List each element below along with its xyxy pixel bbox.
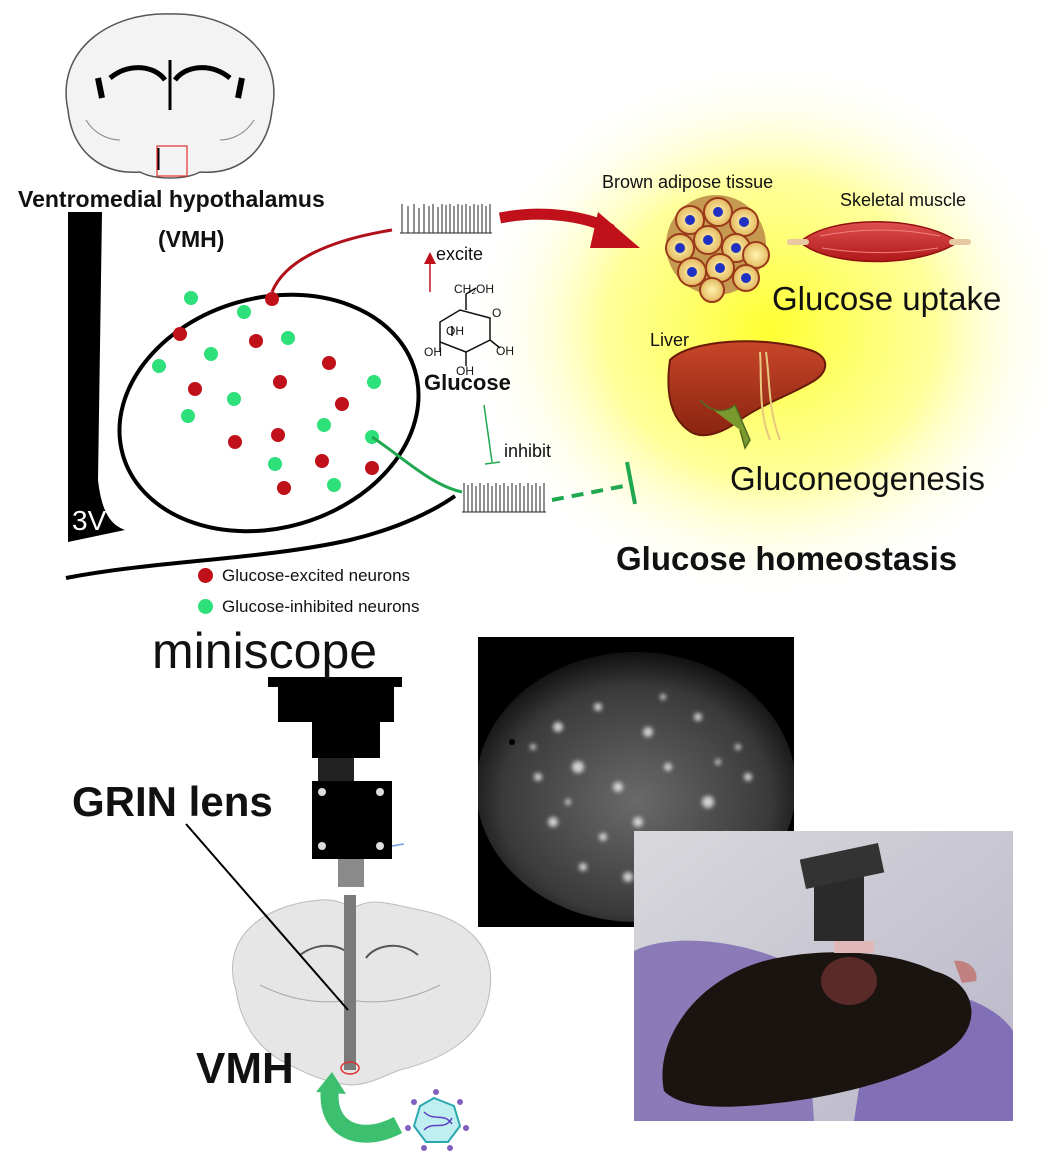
excited-neuron: [228, 435, 242, 449]
glucose-ring-o-label: O: [492, 306, 502, 320]
legend-inhibited-dot: [198, 599, 213, 614]
miniscope-label: miniscope: [152, 623, 378, 679]
miniscope-icon: [268, 677, 402, 887]
excited-projection: [270, 228, 393, 293]
virus-injection-arrow: [320, 1086, 403, 1143]
inhibited-neuron: [227, 392, 241, 406]
inhibit-line: [483, 404, 493, 463]
miniscope-screws: [318, 788, 384, 850]
virus-icon: [405, 1089, 469, 1151]
skeletal-muscle-icon: [787, 221, 971, 263]
liver-icon: [667, 340, 827, 450]
inhibited-neuron: [204, 347, 218, 361]
legend-inhibited-label: Glucose-inhibited neurons: [222, 597, 420, 616]
excited-spike-trace: [400, 204, 492, 234]
tissue-boundary: [65, 494, 457, 580]
excited-neuron: [315, 454, 329, 468]
inhibited-neuron: [181, 409, 195, 423]
vmh-label: VMH: [196, 1044, 294, 1093]
vmh-target-circle: [340, 1061, 360, 1075]
inhibited-neurons: [152, 291, 381, 492]
glucose-uptake-label: Glucose uptake: [772, 280, 1002, 317]
vmh-title-abbrev: (VMH): [158, 226, 225, 252]
inhibit-output-bar: [625, 461, 637, 505]
excited-neuron: [273, 375, 287, 389]
third-ventricle: [68, 212, 125, 542]
glucose-homeostasis-label: Glucose homeostasis: [616, 540, 958, 577]
excited-neuron: [322, 356, 336, 370]
vmh-title: Ventromedial hypothalamus: [18, 186, 325, 212]
inhibited-neuron: [327, 478, 341, 492]
inhibited-neuron: [184, 291, 198, 305]
ventricle-label: 3V: [72, 505, 107, 536]
legend-excited-label: Glucose-excited neurons: [222, 566, 411, 585]
liver-label: Liver: [650, 330, 690, 350]
glucose-molecule-icon: [439, 287, 501, 366]
brown-adipose-icon: [665, 195, 770, 303]
excite-label: excite: [436, 244, 484, 264]
gluconeogenesis-label: Gluconeogenesis: [730, 460, 986, 497]
glucose-ch2oh-label: CH₂OH: [454, 282, 494, 296]
inhibit-label: inhibit: [504, 441, 552, 461]
virus-injection-arrowhead: [316, 1072, 346, 1094]
scope-wire: [391, 843, 405, 847]
vmh-nucleus: [117, 292, 421, 534]
excited-neuron: [173, 327, 187, 341]
excite-output-arrowhead: [590, 212, 640, 248]
inhibit-bar: [484, 461, 501, 465]
inhibited-neuron: [317, 418, 331, 432]
grin-lens-rod: [344, 895, 356, 1070]
inhibited-neuron: [237, 305, 251, 319]
glucose-label: Glucose: [424, 370, 511, 395]
skeletal-muscle-label: Skeletal muscle: [840, 190, 967, 210]
grin-lens-label: GRIN lens: [72, 778, 273, 825]
inhibit-output-dashed: [551, 484, 625, 502]
inhibited-neuron: [268, 457, 282, 471]
brain-section-top: [65, 13, 275, 179]
excited-neuron: [365, 461, 379, 475]
mouse-photo: [634, 831, 1013, 1121]
inhibited-neuron: [152, 359, 166, 373]
inhibited-projection: [371, 435, 463, 494]
inhibited-neuron: [281, 331, 295, 345]
glucose-halo: [470, 60, 1048, 600]
legend-excited-dot: [198, 568, 213, 583]
excited-neuron: [271, 428, 285, 442]
glucose-oh-label: OH: [496, 344, 514, 358]
excited-neuron: [249, 334, 263, 348]
glucose-oh-label: OH: [446, 324, 464, 338]
excited-neuron: [335, 397, 349, 411]
excited-neuron: [265, 292, 279, 306]
inhibited-neuron: [367, 375, 381, 389]
inhibited-spike-trace: [462, 483, 546, 513]
grin-pointer-line: [185, 823, 349, 1011]
glucose-oh-label: OH: [456, 364, 474, 378]
excited-neuron: [277, 481, 291, 495]
brown-adipose-label: Brown adipose tissue: [602, 172, 774, 192]
excited-neurons: [173, 292, 379, 495]
excited-neuron: [188, 382, 202, 396]
glucose-oh-label: OH: [424, 345, 442, 359]
